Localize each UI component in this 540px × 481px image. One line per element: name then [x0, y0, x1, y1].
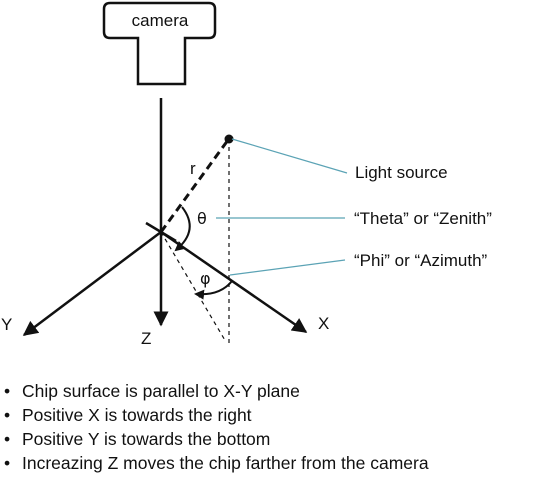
camera-label: camera — [132, 11, 189, 30]
light-source-label: Light source — [355, 163, 448, 182]
note-text: Chip surface is parallel to X-Y plane — [22, 381, 300, 401]
phi-symbol: φ — [200, 269, 211, 288]
note-item: • Positive X is towards the right — [0, 403, 540, 427]
light-source-callout-line — [231, 138, 348, 174]
r-label: r — [190, 159, 196, 178]
x-axis — [160, 230, 308, 334]
bullet-marker: • — [4, 381, 11, 401]
light-vector-r — [159, 139, 230, 233]
bullet-marker: • — [4, 453, 11, 473]
phi-callout-line — [229, 259, 346, 276]
note-item: • Chip surface is parallel to X-Y plane — [0, 379, 540, 403]
note-item: • Increazing Z moves the chip farther fro… — [0, 451, 540, 475]
phi-callout-label: “Phi” or “Azimuth” — [354, 251, 488, 270]
x-axis-label: X — [318, 314, 329, 333]
notes-list: • Chip surface is parallel to X-Y plane •… — [0, 379, 540, 475]
z-axis-label: Z — [141, 329, 151, 348]
note-item: • Positive Y is towards the bottom — [0, 427, 540, 451]
camera-icon — [102, 1, 217, 86]
theta-callout-label: “Theta” or “Zenith” — [354, 209, 492, 228]
note-text: Positive Y is towards the bottom — [22, 429, 271, 449]
theta-arc — [174, 206, 191, 252]
y-axis — [22, 231, 162, 336]
note-text: Increazing Z moves the chip farther from… — [22, 453, 429, 473]
bullet-marker: • — [4, 405, 11, 425]
phi-arc — [194, 280, 233, 300]
note-text: Positive X is towards the right — [22, 405, 252, 425]
light-projection-plane — [160, 231, 227, 343]
y-axis-label: Y — [1, 315, 12, 334]
theta-symbol: θ — [197, 209, 207, 228]
bullet-marker: • — [4, 429, 11, 449]
